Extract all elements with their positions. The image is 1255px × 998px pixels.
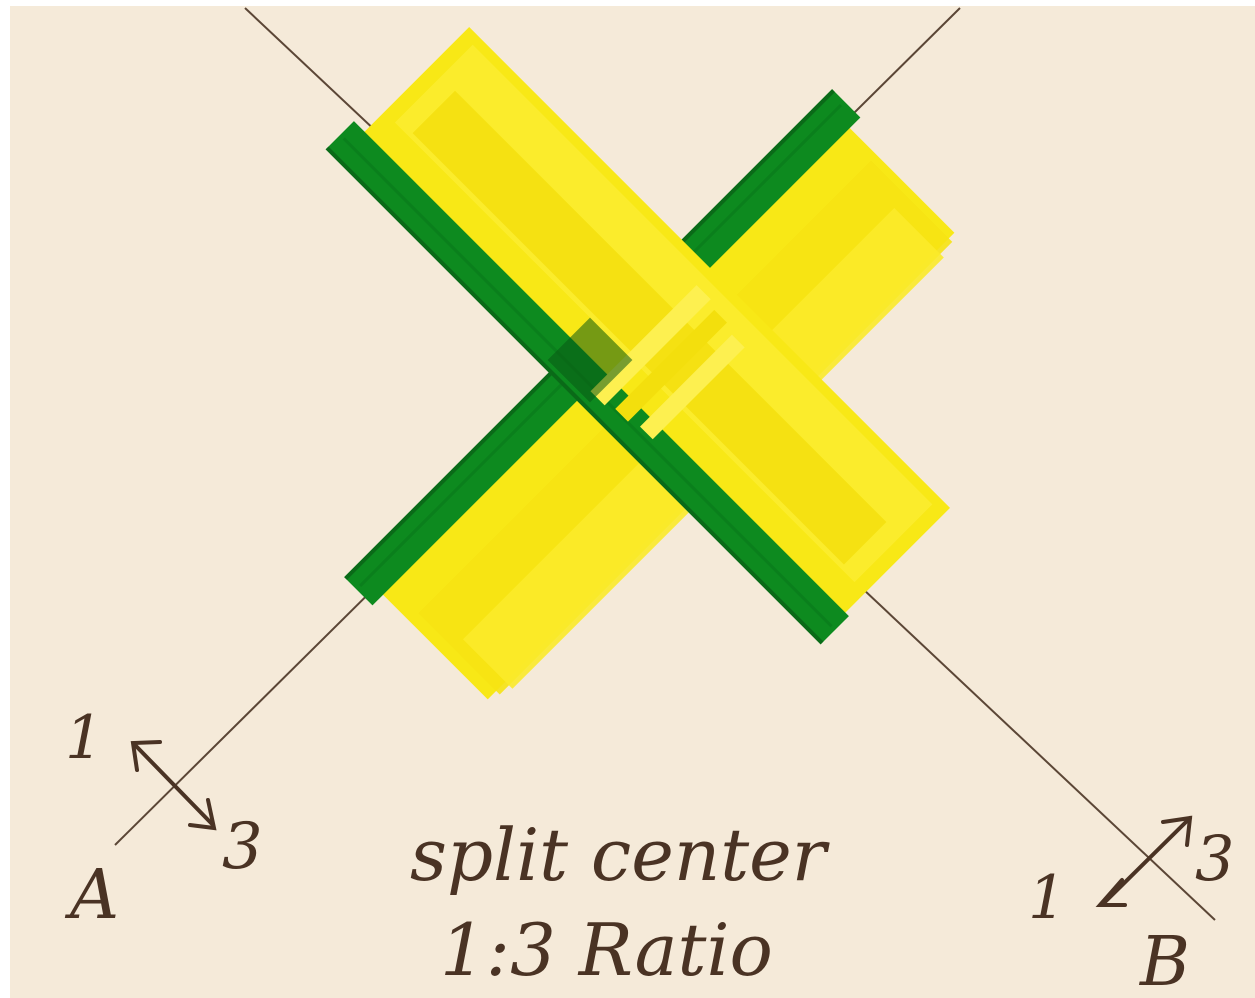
board-edge: [0, 0, 10, 998]
right-ratio-three: 3: [1195, 822, 1234, 895]
board-top-edge: [0, 0, 1255, 6]
left-ratio-one: 1: [65, 703, 103, 773]
caption-line-2: 1:3 Ratio: [440, 908, 773, 992]
left-end-label: A: [64, 856, 119, 935]
caption-line-1: split center: [410, 813, 830, 897]
right-end-label: B: [1138, 923, 1190, 998]
right-ratio-one: 1: [1028, 863, 1066, 933]
left-ratio-three: 3: [222, 810, 263, 884]
